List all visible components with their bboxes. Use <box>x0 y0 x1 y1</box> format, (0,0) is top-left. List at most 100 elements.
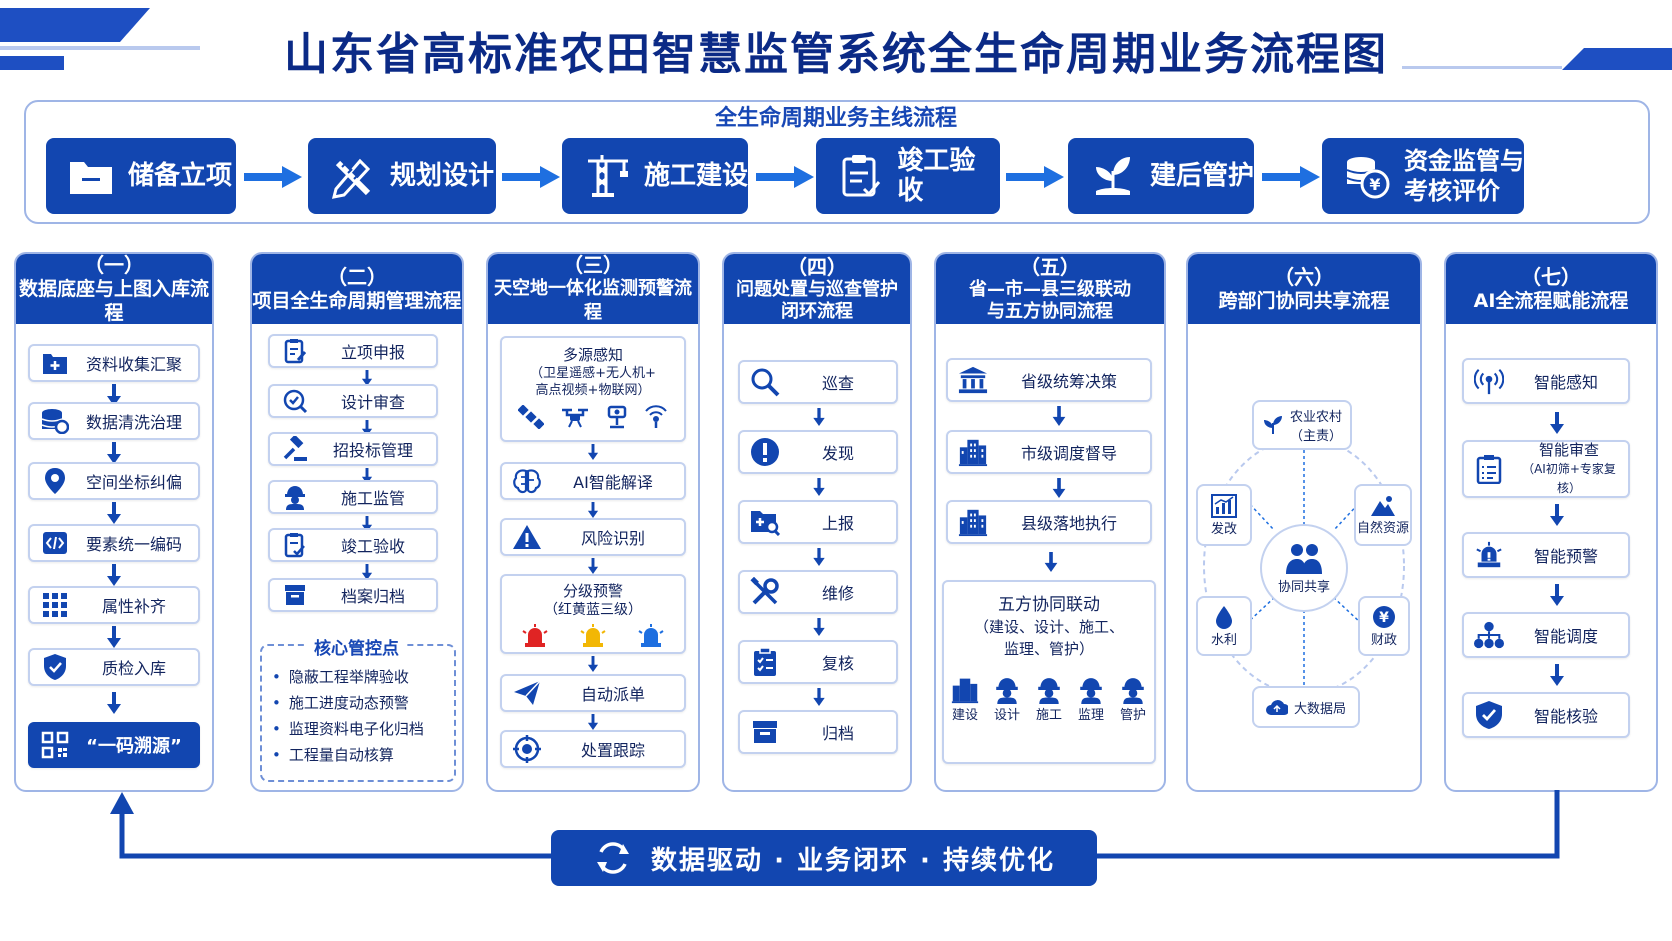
node-completion-acceptance[interactable]: 竣工验收 <box>268 528 438 562</box>
page-title: 山东省高标准农田智慧监管系统全生命周期业务流程图 <box>284 29 1388 80</box>
stage-fund-supervision-evaluation[interactable]: ¥ 资金监管与 考核评价 <box>1322 138 1524 214</box>
shield-check-icon <box>40 652 70 682</box>
collaboration-center[interactable]: 协同共享 <box>1260 524 1348 612</box>
column-title: 省—市—县三级联动 <box>969 279 1131 300</box>
node-ai-interpretation[interactable]: AI智能解译 <box>500 462 686 500</box>
stage-completion-acceptance[interactable]: 竣工验收 <box>816 138 1000 214</box>
clipboard-list-icon <box>1474 454 1504 484</box>
role-build: 施工 <box>1035 676 1063 723</box>
core-item: 工程量自动核算 <box>272 744 394 765</box>
node-smart-dispatch[interactable]: 智能调度 <box>1462 612 1630 658</box>
arrow-down-icon <box>813 478 825 496</box>
node-archive[interactable]: 归档 <box>738 710 898 754</box>
crane-icon <box>582 151 632 201</box>
archive-box-icon <box>280 580 310 610</box>
stage-post-construction-maintenance[interactable]: 建后管护 <box>1068 138 1254 214</box>
database-gear-icon <box>40 406 70 436</box>
node-recheck[interactable]: 复核 <box>738 640 898 684</box>
dept-development-reform[interactable]: 发改 <box>1196 484 1252 546</box>
arrow-down-icon <box>107 442 121 464</box>
arrow-down-icon <box>107 384 121 406</box>
wrench-screwdriver-icon <box>750 577 780 607</box>
folder-icon <box>66 151 116 201</box>
node-smart-sensing[interactable]: 智能感知 <box>1462 358 1630 404</box>
worker-helmet-icon <box>1080 678 1102 704</box>
node-element-coding[interactable]: 要素统一编码 <box>28 524 200 562</box>
node-disposal-tracking[interactable]: 处置跟踪 <box>500 730 686 768</box>
dept-finance[interactable]: ¥ 财政 <box>1358 596 1410 656</box>
node-smart-verification[interactable]: 智能核验 <box>1462 692 1630 738</box>
column-title: AI全流程赋能流程 <box>1473 290 1629 312</box>
node-data-collection[interactable]: 资料收集汇聚 <box>28 344 200 382</box>
column-title: 数据底座与上图入库流程 <box>18 278 209 324</box>
footer-slogan: 数据驱动 · 业务闭环 · 持续优化 <box>651 845 1055 876</box>
arrow-right-icon <box>244 166 302 188</box>
node-five-party-coordination[interactable]: 五方协同联动 （建设、设计、施工、 监理、管护） 建设 设计 施工 监理 管护 <box>942 580 1156 764</box>
column-title: 与五方协同流程 <box>987 301 1113 322</box>
column-title: 跨部门协同共享流程 <box>1218 290 1390 312</box>
government-building-icon <box>958 365 988 395</box>
header-decoration <box>0 56 64 70</box>
arrow-down-icon <box>107 626 121 648</box>
node-coordinate-correction[interactable]: 空间坐标纠偏 <box>28 462 200 500</box>
city-buildings-icon <box>958 507 988 537</box>
node-construction-supervision[interactable]: 施工监管 <box>268 480 438 514</box>
node-quality-inspection[interactable]: 质检入库 <box>28 648 200 686</box>
water-drop-icon <box>1216 605 1232 629</box>
svg-text:¥: ¥ <box>1369 175 1380 194</box>
stage-construction[interactable]: 施工建设 <box>562 138 748 214</box>
node-smart-warning[interactable]: 智能预警 <box>1462 532 1630 578</box>
stage-reserve-project[interactable]: 储备立项 <box>46 138 236 214</box>
arrow-down-icon <box>587 444 599 460</box>
node-archive-filing[interactable]: 档案归档 <box>268 578 438 612</box>
exclamation-circle-icon <box>750 437 780 467</box>
node-bidding-management[interactable]: 招投标管理 <box>268 432 438 466</box>
node-multi-source-sensing[interactable]: 多源感知 （卫星遥感+无人机+ 高点视频+物联网） <box>500 336 686 442</box>
iot-signal-icon <box>645 405 667 428</box>
node-county-execution[interactable]: 县级落地执行 <box>946 500 1152 544</box>
worker-helmet-icon <box>1122 678 1144 704</box>
alarm-siren-icon <box>1474 540 1504 570</box>
stage-planning-design[interactable]: 规划设计 <box>308 138 496 214</box>
node-inspection[interactable]: 巡查 <box>738 360 898 404</box>
arrow-down-icon <box>587 656 599 672</box>
dept-big-data-bureau[interactable]: 大数据局 <box>1252 686 1360 728</box>
header-decoration-line <box>1402 66 1562 69</box>
arrow-down-icon <box>587 502 599 518</box>
paper-plane-icon <box>512 678 542 708</box>
magnifier-icon <box>750 367 780 397</box>
node-repair[interactable]: 维修 <box>738 570 898 614</box>
node-discovery[interactable]: 发现 <box>738 430 898 474</box>
coins-yuan-icon: ¥ <box>1342 151 1392 201</box>
dept-natural-resources[interactable]: 自然资源 <box>1354 484 1412 546</box>
header-decoration <box>1562 48 1672 70</box>
core-item: 施工进度动态预警 <box>272 692 409 713</box>
signal-broadcast-icon <box>1474 366 1504 396</box>
arrow-down-icon <box>1550 504 1564 526</box>
node-report[interactable]: 上报 <box>738 500 898 544</box>
role-maintenance: 管护 <box>1119 676 1147 723</box>
node-smart-review[interactable]: 智能审查 （AI初筛+专家复核） <box>1462 440 1630 498</box>
arrow-down-icon <box>1052 406 1066 426</box>
cloud-icon <box>1266 700 1288 715</box>
node-data-cleaning[interactable]: 数据清洗治理 <box>28 402 200 440</box>
node-project-application[interactable]: 立项申报 <box>268 334 438 368</box>
worker-helmet-icon <box>996 678 1018 704</box>
arrow-down-icon <box>813 688 825 706</box>
node-municipal-dispatch[interactable]: 市级调度督导 <box>946 430 1152 474</box>
node-provincial-decision[interactable]: 省级统筹决策 <box>946 358 1152 402</box>
dept-water-resources[interactable]: 水利 <box>1196 596 1252 656</box>
footer-slogan-bar: 数据驱动 · 业务闭环 · 持续优化 <box>551 830 1097 886</box>
node-risk-identification[interactable]: 风险识别 <box>500 518 686 556</box>
node-auto-dispatch[interactable]: 自动派单 <box>500 674 686 712</box>
arrow-down-icon <box>813 548 825 566</box>
stage-label-line1: 资金监管与 <box>1404 147 1524 175</box>
qr-code-icon <box>40 730 70 760</box>
node-attribute-completion[interactable]: 属性补齐 <box>28 586 200 624</box>
node-graded-warning[interactable]: 分级预警 （红黄蓝三级） <box>500 574 686 654</box>
dept-agriculture[interactable]: 农业农村（主责） <box>1252 400 1352 450</box>
node-one-code-traceability[interactable]: “一码溯源” <box>28 722 200 768</box>
satellite-icon <box>518 405 544 429</box>
map-pin-icon <box>40 466 70 496</box>
node-design-review[interactable]: 设计审查 <box>268 384 438 418</box>
